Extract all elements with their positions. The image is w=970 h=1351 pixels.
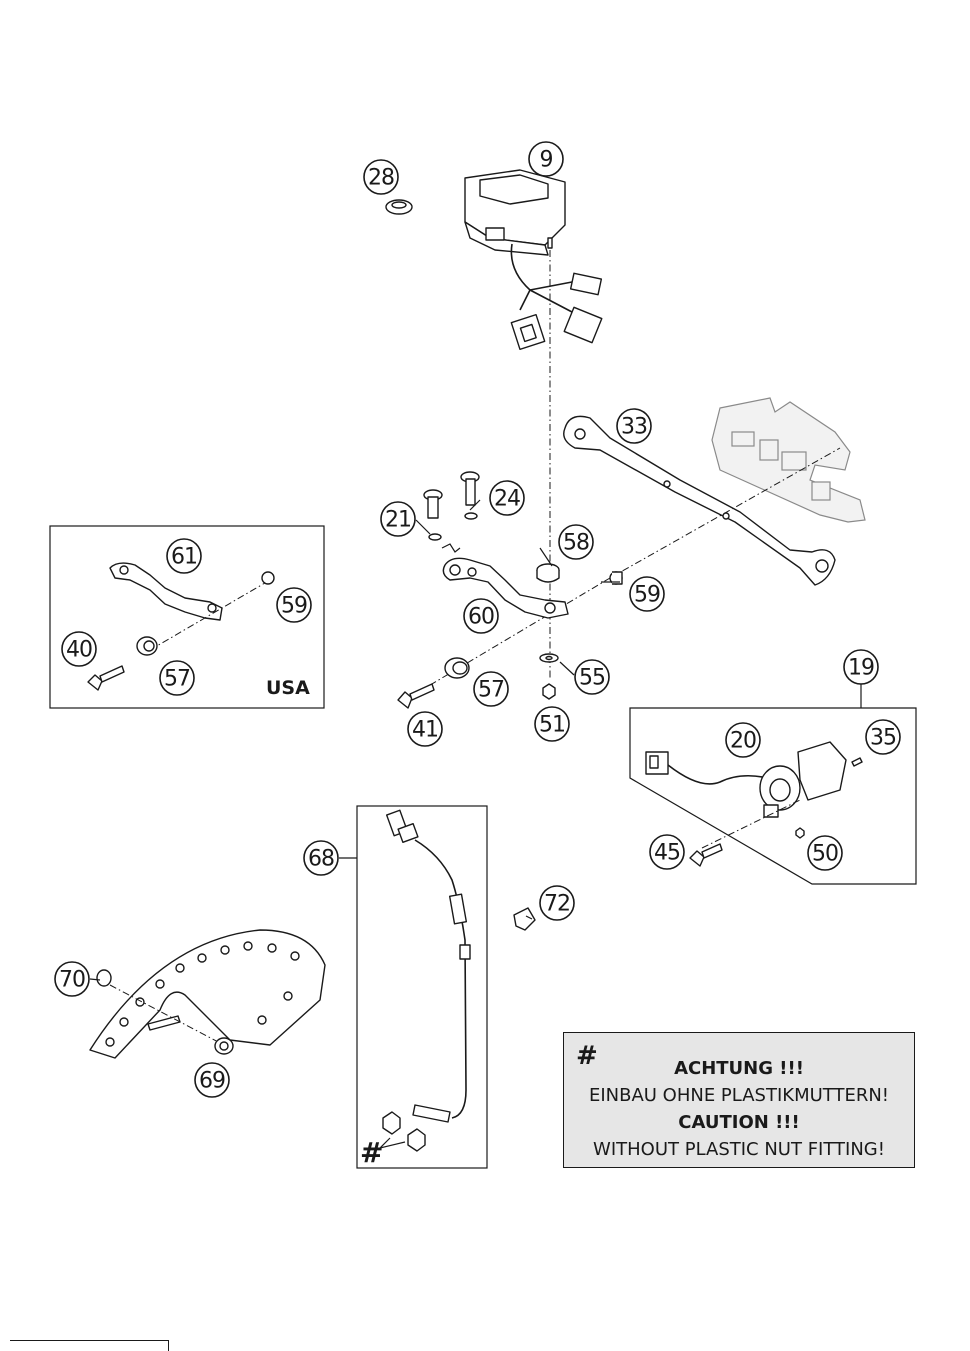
callout-21: 21 (380, 501, 416, 537)
callout-24: 24 (489, 480, 525, 516)
svg-text:72: 72 (544, 892, 570, 917)
speedometer-cable-harness (510, 243, 603, 351)
bracket-template-outline (711, 397, 866, 523)
callout-20: 20 (725, 722, 761, 758)
svg-text:50: 50 (812, 842, 838, 867)
callout-72: 72 (539, 885, 575, 921)
warning-title-en: CAUTION !!! (678, 1112, 800, 1133)
svg-text:19: 19 (848, 656, 874, 681)
callout-57-usa: 57 (159, 660, 195, 696)
hash-mark-cable: # (360, 1136, 383, 1169)
screw-35-detail (851, 757, 863, 767)
warning-text-en: WITHOUT PLASTIC NUT FITTING! (593, 1139, 885, 1160)
svg-text:55: 55 (579, 666, 605, 691)
sensor-kit-frame (629, 707, 917, 885)
callout-69: 69 (194, 1062, 230, 1098)
magnet-holder-35 (797, 741, 847, 801)
callout-58: 58 (558, 524, 594, 560)
svg-text:68: 68 (308, 847, 334, 872)
usa-inset-frame (49, 525, 325, 709)
callout-68: 68 (303, 840, 339, 876)
callout-41: 41 (407, 711, 443, 747)
callout-60: 60 (463, 598, 499, 634)
svg-text:41: 41 (412, 718, 438, 743)
svg-text:69: 69 (199, 1069, 225, 1094)
svg-text:51: 51 (539, 713, 565, 738)
svg-text:20: 20 (730, 729, 756, 754)
usa-rubber-57 (136, 636, 158, 656)
rubber-ring-28 (385, 199, 413, 215)
footer-code-strip (10, 1340, 169, 1351)
svg-text:57: 57 (478, 678, 504, 703)
callout-61: 61 (166, 538, 202, 574)
callout-40: 40 (61, 631, 97, 667)
usa-spacer-59 (261, 571, 275, 585)
svg-text:45: 45 (654, 841, 680, 866)
callout-59: 59 (629, 576, 665, 612)
callout-45: 45 (649, 834, 685, 870)
nut-51 (542, 683, 556, 700)
svg-text:61: 61 (171, 545, 197, 570)
warning-title-de: ACHTUNG !!! (674, 1058, 804, 1079)
spacer-59 (609, 571, 623, 585)
svg-text:33: 33 (621, 415, 647, 440)
circlip-70 (96, 969, 112, 987)
bracket-bar-33 (563, 415, 836, 586)
usa-holder-bracket-61 (109, 562, 223, 621)
svg-text:57: 57 (164, 667, 190, 692)
svg-text:9: 9 (540, 148, 553, 173)
washer-55 (539, 653, 559, 663)
callout-9: 9 (528, 141, 564, 177)
callout-28: 28 (363, 159, 399, 195)
warning-text-de: EINBAU OHNE PLASTIKMUTTERN! (588, 1085, 890, 1106)
svg-text:40: 40 (66, 638, 92, 663)
callout-59-usa: 59 (276, 587, 312, 623)
sensor-connector (645, 751, 769, 785)
callout-35: 35 (865, 719, 901, 755)
callout-51: 51 (534, 706, 570, 742)
rubber-damper-58 (536, 563, 560, 583)
cable-clip-72 (513, 907, 536, 931)
sensor-cable-frame (356, 805, 488, 1169)
sensor-cable-68 (385, 809, 471, 1123)
callout-57: 57 (473, 671, 509, 707)
screw-41 (397, 683, 435, 709)
rubber-damper-57 (444, 657, 470, 679)
spacer-69 (214, 1037, 234, 1055)
warning-note: # ACHTUNG !!! EINBAU OHNE PLASTIKMUTTERN… (563, 1032, 915, 1168)
screw-45 (689, 843, 723, 867)
screw-21 (423, 489, 443, 541)
brake-disc (89, 929, 326, 1059)
nut-50 (795, 827, 805, 839)
svg-text:21: 21 (385, 508, 411, 533)
speedometer-unit-9 (464, 169, 566, 256)
svg-text:35: 35 (870, 726, 896, 751)
svg-text:60: 60 (468, 605, 494, 630)
callout-55: 55 (574, 659, 610, 695)
callout-33: 33 (616, 408, 652, 444)
usa-screw-40 (87, 665, 125, 691)
sensor-cable-nut-2 (407, 1128, 426, 1152)
bolt-24 (460, 471, 480, 520)
svg-text:24: 24 (494, 487, 520, 512)
sensor-body-20 (759, 765, 801, 818)
usa-label: USA (266, 677, 310, 699)
callout-19: 19 (843, 649, 879, 685)
hash-mark-note: # (576, 1041, 598, 1071)
sensor-cable-nut-1 (382, 1111, 401, 1135)
callout-70: 70 (54, 961, 90, 997)
callout-50: 50 (807, 835, 843, 871)
svg-text:58: 58 (563, 531, 589, 556)
holder-bracket-60 (442, 557, 569, 619)
svg-text:59: 59 (634, 583, 660, 608)
svg-text:59: 59 (281, 594, 307, 619)
svg-text:70: 70 (59, 968, 85, 993)
svg-text:28: 28 (368, 166, 394, 191)
